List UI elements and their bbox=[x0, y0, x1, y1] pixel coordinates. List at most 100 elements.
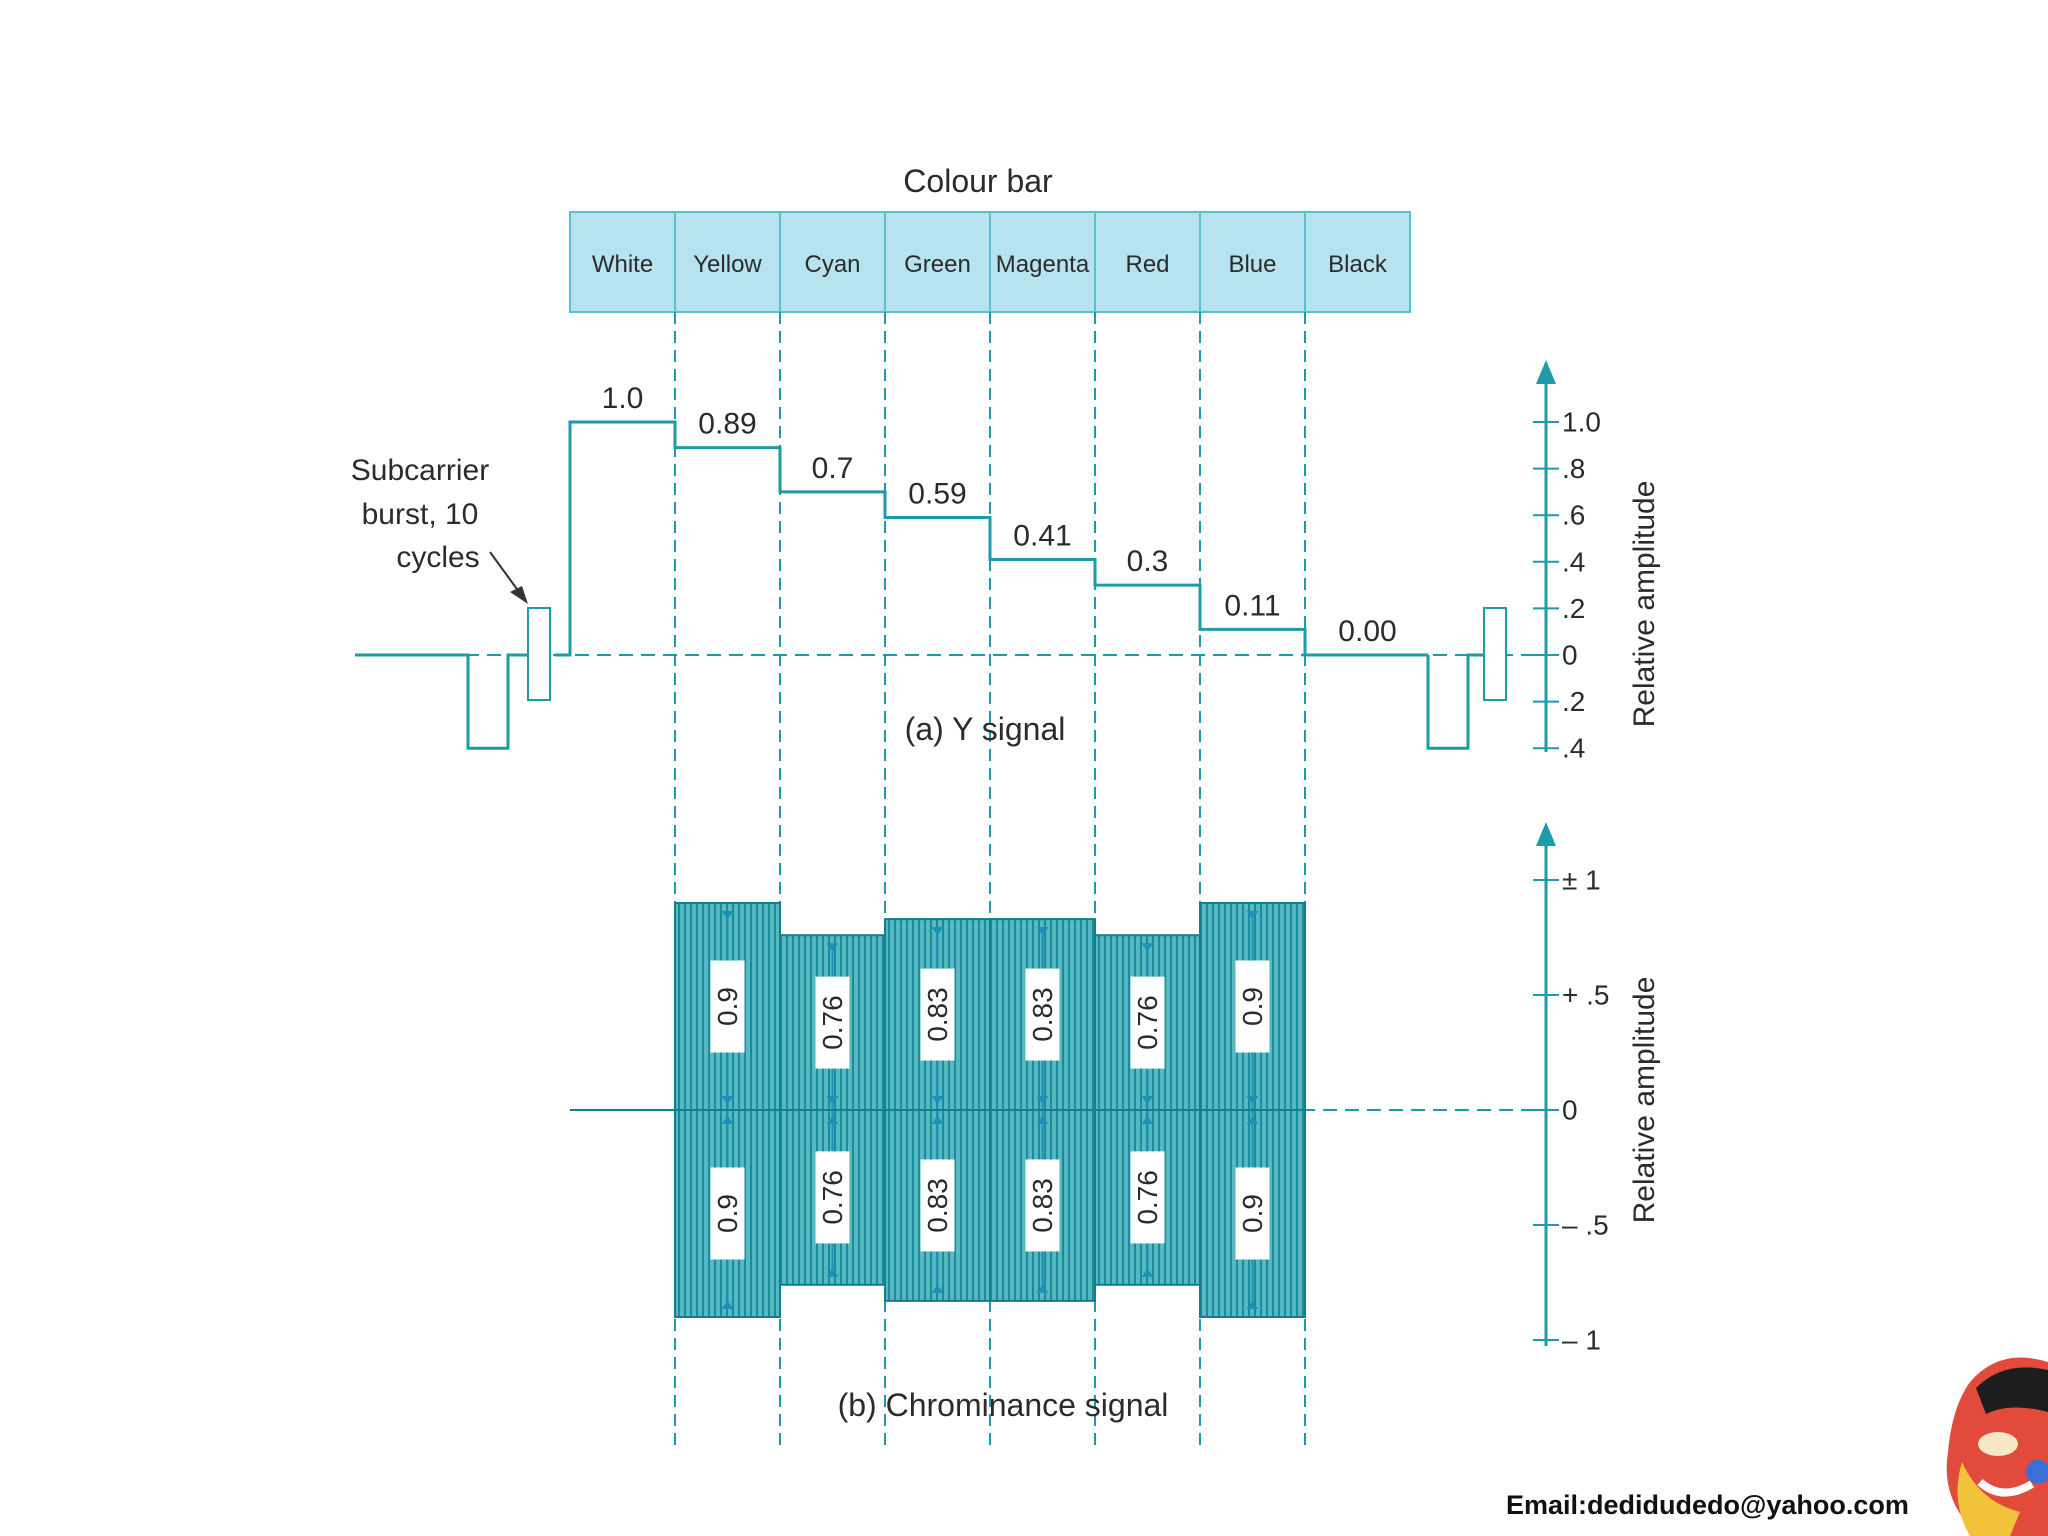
chroma-label-box bbox=[710, 1167, 745, 1260]
chroma-label-upper-blue: 0.9 bbox=[1237, 987, 1268, 1026]
chroma-label-lower-magenta: 0.83 bbox=[1027, 1178, 1058, 1233]
bar-label-yellow: Yellow bbox=[693, 251, 762, 278]
arrow-head-icon bbox=[931, 1096, 944, 1104]
bar-magenta bbox=[989, 211, 1096, 313]
y-signal-caption: (a) Y signal bbox=[905, 711, 1066, 747]
left-burst-marker bbox=[527, 607, 551, 701]
burst-label-line-2: burst, 10 bbox=[362, 498, 479, 531]
colour-bar-title: Colour bar bbox=[903, 163, 1053, 199]
y-axis: Relative amplitude 1.0.8.6.4.20.2.4 bbox=[1533, 360, 1661, 764]
arrow-head-icon bbox=[1036, 1096, 1049, 1104]
chroma-label-upper-green: 0.83 bbox=[922, 987, 953, 1042]
chrominance-axis: Relative amplitude ± 1+ .50– .5– 1 bbox=[1533, 822, 1661, 1356]
chroma-label-upper-red: 0.76 bbox=[1132, 995, 1163, 1050]
chroma-axis-title: Relative amplitude bbox=[1628, 977, 1661, 1224]
chroma-label-box bbox=[1130, 1151, 1165, 1244]
arrow-head-icon bbox=[1246, 911, 1259, 919]
bar-yellow bbox=[674, 211, 781, 313]
y-axis-tick-label: .2 bbox=[1562, 593, 1585, 624]
burst-label-line-3: cycles bbox=[396, 541, 479, 574]
chroma-label-box bbox=[1235, 1167, 1270, 1260]
y-value-label-white: 1.0 bbox=[602, 382, 644, 415]
y-value-label-cyan: 0.7 bbox=[812, 452, 854, 485]
bar-label-white: White bbox=[592, 251, 653, 278]
y-signal-staircase bbox=[555, 420, 1410, 657]
right-burst-marker bbox=[1483, 607, 1507, 701]
bar-label-red: Red bbox=[1125, 251, 1169, 278]
y-axis-tick-label: 1.0 bbox=[1562, 407, 1601, 438]
arrow-head-icon bbox=[1141, 1268, 1154, 1277]
bar-label-cyan: Cyan bbox=[804, 251, 860, 278]
arrow-head-icon bbox=[1141, 1116, 1154, 1124]
arrow-head-icon bbox=[1036, 1116, 1049, 1124]
bar-white bbox=[569, 211, 676, 313]
bar-black bbox=[1304, 211, 1411, 313]
arrow-head-icon bbox=[826, 1096, 839, 1104]
y-value-label-magenta: 0.41 bbox=[1013, 519, 1071, 552]
chroma-label-lower-blue: 0.9 bbox=[1237, 1194, 1268, 1233]
arrow-head-icon bbox=[1246, 1096, 1259, 1104]
chroma-label-upper-magenta: 0.83 bbox=[1027, 987, 1058, 1042]
y-value-label-red: 0.3 bbox=[1127, 545, 1169, 578]
left-sync-pulse bbox=[355, 653, 530, 750]
chroma-label-upper-yellow: 0.9 bbox=[712, 987, 743, 1026]
chroma-label-box bbox=[1025, 1159, 1060, 1252]
chroma-axis-tick-label: ± 1 bbox=[1562, 865, 1601, 896]
arrow-head-icon bbox=[1246, 1116, 1259, 1124]
arrow-head-icon bbox=[826, 943, 839, 952]
y-value-label-green: 0.59 bbox=[908, 478, 966, 511]
y-value-label-yellow: 0.89 bbox=[698, 408, 756, 441]
y-axis-tick-label: .4 bbox=[1562, 733, 1585, 764]
arrow-head-icon bbox=[721, 1096, 734, 1104]
chrominance-caption: (b) Chrominance signal bbox=[838, 1387, 1169, 1423]
chrominance-signal: 0.90.90.760.760.830.830.830.830.760.760.… bbox=[570, 902, 1306, 1318]
chroma-label-box bbox=[920, 1159, 955, 1252]
chroma-label-box bbox=[1130, 976, 1165, 1069]
burst-label-line-1: Subcarrier bbox=[351, 454, 489, 487]
chroma-label-lower-yellow: 0.9 bbox=[712, 1194, 743, 1233]
y-axis-tick-label: .2 bbox=[1562, 686, 1585, 717]
chroma-axis-arrow-icon bbox=[1536, 822, 1556, 846]
sync-pulses bbox=[355, 607, 1507, 750]
right-sync-pulse bbox=[1426, 653, 1484, 750]
subcarrier-burst-annotation: Subcarrier burst, 10 cycles bbox=[351, 454, 528, 604]
y-axis-tick-label: .6 bbox=[1562, 500, 1585, 531]
chroma-label-box bbox=[815, 976, 850, 1069]
bar-label-black: Black bbox=[1328, 251, 1388, 278]
y-value-label-blue: 0.11 bbox=[1224, 589, 1280, 622]
chroma-label-box bbox=[920, 968, 955, 1061]
footer-email: Email:dedidudedo@yahoo.com bbox=[1506, 1490, 1909, 1520]
arrow-head-icon bbox=[826, 1268, 839, 1277]
arrow-head-icon bbox=[931, 1284, 944, 1293]
bar-label-green: Green bbox=[904, 251, 971, 278]
bar-label-magenta: Magenta bbox=[996, 251, 1090, 278]
arrow-head-icon bbox=[1141, 1096, 1154, 1104]
y-value-label-black: 0.00 bbox=[1338, 615, 1396, 648]
colour-bar-strip: White Yellow Cyan Green Magenta Red Blue Black bbox=[569, 211, 1411, 313]
chroma-label-lower-green: 0.83 bbox=[922, 1178, 953, 1233]
arrow-head-icon bbox=[1246, 1301, 1259, 1309]
arrow-head-icon bbox=[721, 1301, 734, 1309]
arrow-head-icon bbox=[1141, 943, 1154, 952]
arrow-head-icon bbox=[931, 1116, 944, 1124]
bar-label-blue: Blue bbox=[1228, 251, 1276, 278]
chroma-label-box bbox=[1025, 968, 1060, 1061]
avatar bbox=[1946, 1357, 2048, 1536]
chroma-label-lower-cyan: 0.76 bbox=[817, 1170, 848, 1225]
arrow-head-icon bbox=[1036, 1284, 1049, 1293]
y-axis-tick-label: .8 bbox=[1562, 453, 1585, 484]
chroma-axis-tick-label: 0 bbox=[1562, 1095, 1578, 1126]
bar-red bbox=[1094, 211, 1201, 313]
y-signal: 1.0 0.89 0.7 0.59 0.41 0.3 0.11 0.00 bbox=[555, 382, 1410, 657]
arrow-head-icon bbox=[721, 911, 734, 919]
chroma-label-upper-cyan: 0.76 bbox=[817, 995, 848, 1050]
chroma-axis-tick-label: + .5 bbox=[1562, 980, 1609, 1011]
y-axis-tick-label: 0 bbox=[1562, 640, 1578, 671]
chroma-axis-tick-label: – 1 bbox=[1562, 1325, 1601, 1356]
chroma-label-box bbox=[815, 1151, 850, 1244]
arrow-head-icon bbox=[826, 1116, 839, 1124]
bar-cyan bbox=[779, 211, 886, 313]
chroma-label-box bbox=[1235, 960, 1270, 1053]
chroma-label-box bbox=[710, 960, 745, 1053]
